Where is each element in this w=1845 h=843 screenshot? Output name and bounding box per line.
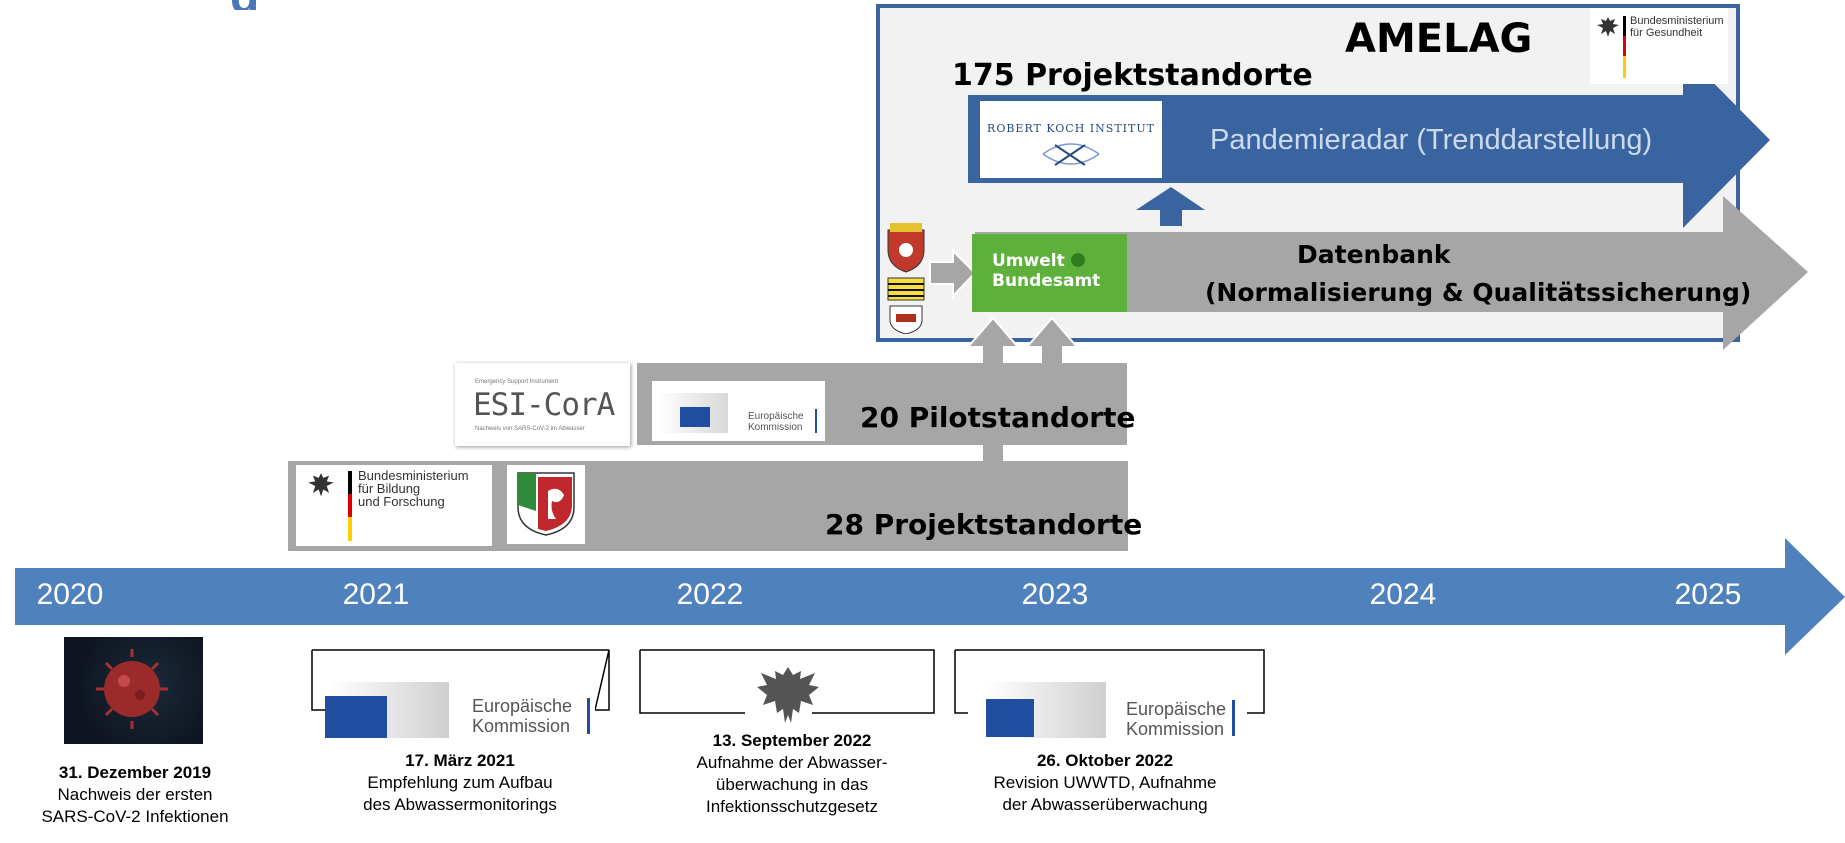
- event-2022: 13. September 2022 Aufnahme der Abwasser…: [652, 730, 932, 818]
- bmbf-line2: für Bildung: [358, 481, 421, 496]
- eagle-icon: [1597, 17, 1619, 37]
- pandemieradar-arrow: [968, 52, 1770, 228]
- event-2023: 26. Oktober 2022 Revision UWWTD, Aufnahm…: [960, 750, 1250, 816]
- datenbank-line2: (Normalisierung & Qualitätssicherung): [1205, 278, 1752, 307]
- event-2021-date: 17. März 2021: [405, 751, 515, 770]
- ek-2023-line2: Kommission: [1126, 719, 1225, 739]
- esi-small-text: Emergency Support Instrument: [475, 379, 559, 385]
- ek-pilot-line2: Kommission: [748, 422, 803, 433]
- cut-off-title: g: [230, 0, 259, 10]
- timeline-arrow: [15, 538, 1845, 655]
- bmbf-logo: Bundesministerium für Bildung und Forsch…: [296, 465, 492, 546]
- year-2023: 2023: [1021, 578, 1089, 611]
- projekt175-label: 175 Projektstandorte: [952, 58, 1313, 93]
- rki-logo: ROBERT KOCH INSTITUT: [980, 101, 1162, 178]
- event-2019-date: 31. Dezember 2019: [58, 763, 212, 782]
- rki-logo-text: ROBERT KOCH INSTITUT: [987, 122, 1155, 135]
- event-2022-line2: überwachung in das: [715, 775, 869, 794]
- bracket-2022: [639, 649, 935, 714]
- ek-logo-pilot: Europäische Kommission: [652, 381, 825, 441]
- event-2023-line2: der Abwasserüberwachung: [1002, 795, 1208, 814]
- event-2022-line1: Aufnahme der Abwasser-: [696, 753, 888, 772]
- ek-2021-line2: Kommission: [472, 716, 571, 736]
- eu-flag-icon-2021: [325, 696, 387, 738]
- rki-emblem-icon: [1042, 143, 1100, 166]
- event-2021-line1: Empfehlung zum Aufbau: [367, 773, 553, 792]
- datenbank-line1: Datenbank: [1297, 240, 1451, 269]
- event-2021: 17. März 2021 Empfehlung zum Aufbau des …: [330, 750, 590, 816]
- year-2021: 2021: [342, 578, 410, 611]
- year-2025: 2025: [1674, 578, 1742, 611]
- year-2020: 2020: [36, 578, 104, 611]
- uba-leaf-icon: [1070, 253, 1085, 267]
- esi-sub-text: Nachweis von SARS-CoV-2 im Abwasser: [475, 426, 585, 432]
- year-2024: 2024: [1369, 578, 1437, 611]
- pandemieradar-label: Pandemieradar (Trenddarstellung): [1210, 124, 1653, 156]
- event-2023-line1: Revision UWWTD, Aufnahme: [993, 773, 1217, 792]
- datenbank-arrow: [975, 196, 1808, 350]
- crest-icons: [887, 223, 925, 335]
- esi-cora-logo: Emergency Support Instrument ESI-CorA Na…: [455, 363, 630, 446]
- ek-logo-2021: Europäische Kommission: [325, 676, 595, 742]
- uba-logo: Umwelt Bundesamt: [972, 234, 1127, 312]
- event-2019-line2: SARS-CoV-2 Infektionen: [41, 807, 229, 826]
- event-2022-line3: Infektionsschutzgesetz: [706, 797, 878, 816]
- projekt28-label: 28 Projektstandorte: [825, 508, 1143, 541]
- eagle-icon-bmbf: [308, 473, 334, 497]
- event-2019-line1: Nachweis der ersten: [57, 785, 213, 804]
- coronavirus-image: [64, 637, 203, 744]
- bmg-line2: für Gesundheit: [1630, 27, 1703, 39]
- right-arrow-states: [929, 248, 977, 299]
- event-2022-date: 13. September 2022: [712, 731, 872, 750]
- bracket-2021: [311, 649, 610, 711]
- bracket-2023: [954, 649, 1265, 714]
- virus-icon: [96, 649, 168, 729]
- up-arrow-rki: [1136, 187, 1205, 226]
- bmbf-line1: Bundesministerium: [358, 468, 469, 483]
- esi-main-text: ESI-CorA: [473, 387, 615, 423]
- ek-logo-2023: Europäische Kommission: [968, 676, 1247, 742]
- nrw-crest-icon: [517, 472, 575, 536]
- nrw-crest: [507, 465, 585, 544]
- uba-line2: Bundesamt: [992, 271, 1101, 291]
- state-crests: [884, 222, 928, 335]
- eu-flag-icon-2023: [986, 699, 1034, 737]
- federal-eagle-icon: [757, 667, 819, 723]
- ek-2021-line1: Europäische: [472, 696, 573, 716]
- ek-pilot-line1: Europäische: [748, 411, 804, 422]
- bmg-logo: Bundesministerium für Gesundheit: [1590, 8, 1728, 84]
- ek-2023-line1: Europäische: [1126, 699, 1227, 719]
- bmbf-line3: und Forschung: [358, 494, 445, 509]
- event-2023-date: 26. Oktober 2022: [1036, 751, 1174, 770]
- amelag-title: AMELAG: [1345, 16, 1533, 62]
- event-2019: 31. Dezember 2019 Nachweis der ersten SA…: [10, 762, 260, 828]
- bmg-line1: Bundesministerium: [1630, 15, 1724, 27]
- uba-line1: Umwelt: [992, 251, 1065, 271]
- event-2021-line2: des Abwassermonitorings: [363, 795, 557, 814]
- eu-flag-icon: [680, 407, 710, 427]
- pilot-label: 20 Pilotstandorte: [860, 401, 1136, 434]
- year-2022: 2022: [676, 578, 744, 611]
